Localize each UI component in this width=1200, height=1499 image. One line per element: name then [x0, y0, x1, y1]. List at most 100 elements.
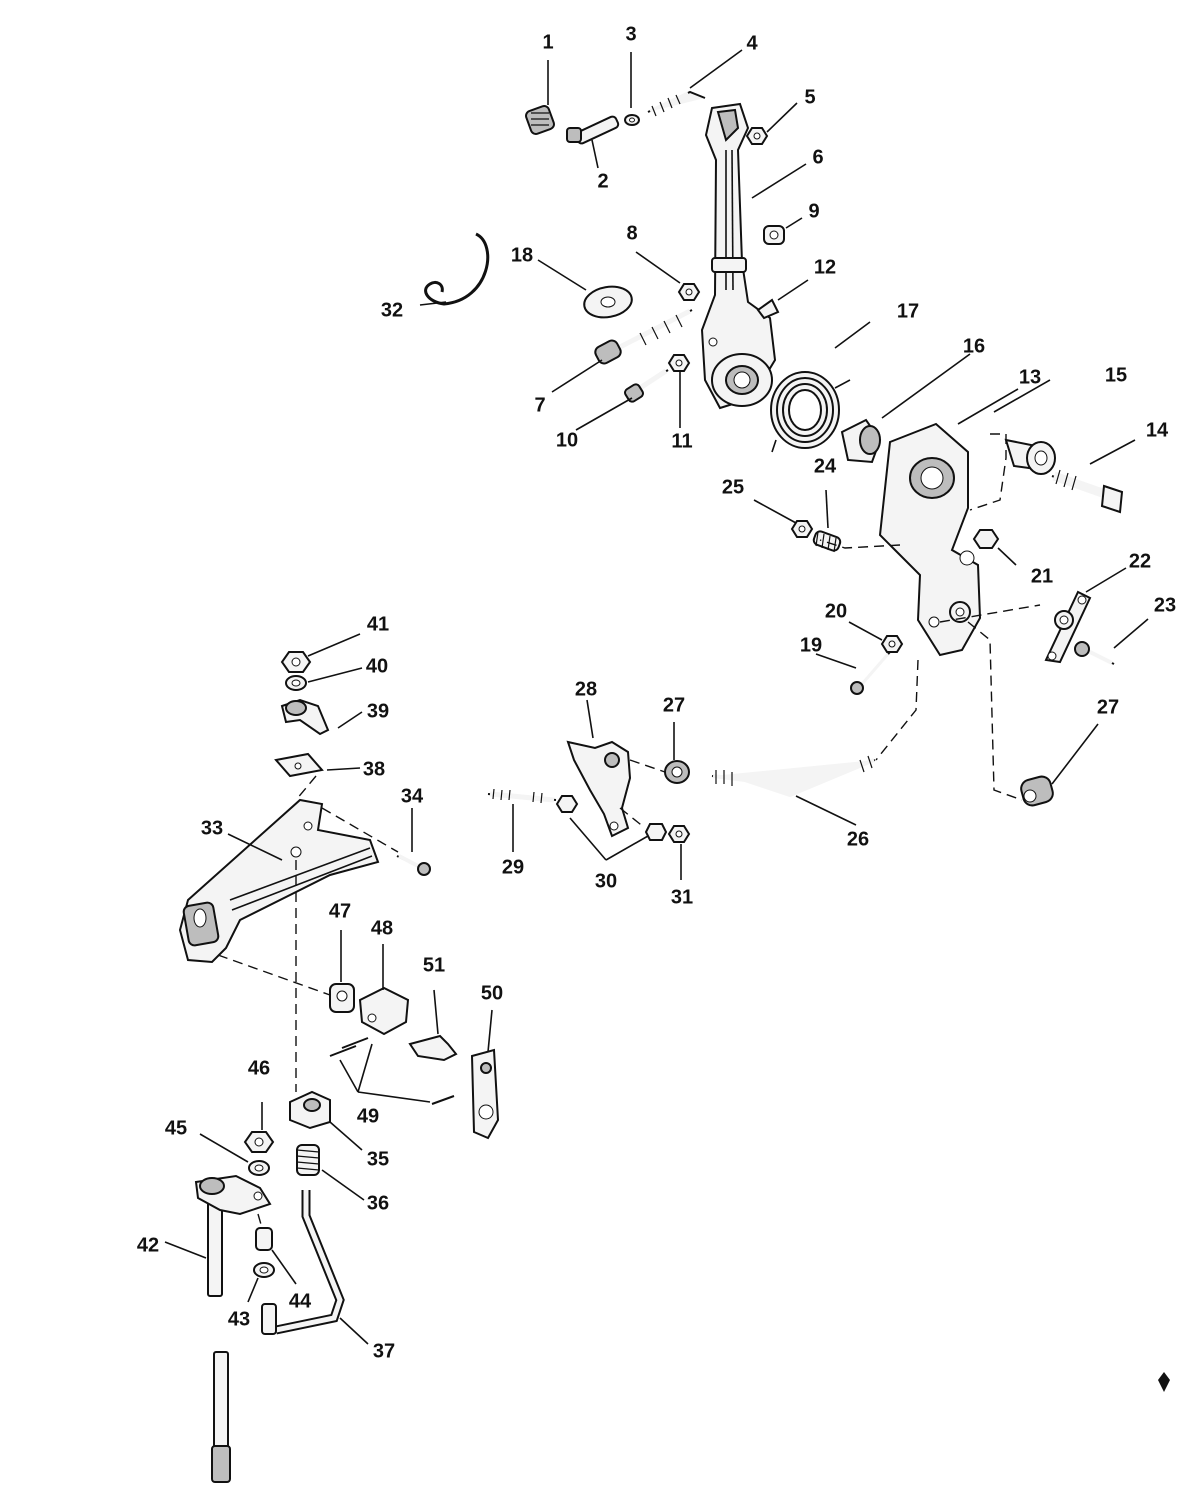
callout-6: 6 [812, 146, 823, 168]
part-51-crank [408, 1034, 458, 1062]
part-35-block [289, 1090, 331, 1130]
callout-49: 49 [357, 1105, 379, 1127]
part-12-cone [756, 298, 780, 320]
part-9-bushing [763, 225, 785, 245]
callout-28: 28 [575, 678, 597, 700]
callout-43: 43 [228, 1308, 250, 1330]
callout-11: 11 [671, 430, 692, 452]
part-13-housing [878, 422, 982, 657]
callout-42: 42 [137, 1234, 159, 1256]
callout-16: 16 [963, 335, 985, 357]
part-38-plate [274, 752, 324, 778]
part-43-washer [253, 1262, 275, 1278]
callout-51: 51 [423, 954, 445, 976]
callout-46: 46 [248, 1057, 270, 1079]
part-4-threaded-rod [647, 90, 706, 117]
part-27-cap-right [1020, 775, 1054, 807]
callout-27-left: 27 [663, 694, 685, 716]
part-30-nut-and-stud [555, 795, 668, 841]
callout-29: 29 [502, 856, 524, 878]
callout-23: 23 [1154, 594, 1176, 616]
part-14-bolt [1051, 469, 1124, 514]
callout-12: 12 [814, 256, 836, 278]
part-11-nut [667, 354, 691, 372]
callout-5: 5 [804, 86, 815, 108]
part-41-nut [280, 651, 312, 673]
part-44-stud [255, 1227, 273, 1251]
part-24-spring [812, 530, 842, 553]
callout-44: 44 [289, 1290, 312, 1312]
part-10-screw [624, 368, 669, 403]
callout-32: 32 [381, 299, 403, 321]
part-6-throttle-arm [700, 102, 777, 410]
part-32-retaining-clip [424, 232, 490, 306]
callout-21: 21 [1031, 565, 1053, 587]
callout-33: 33 [201, 817, 223, 839]
callout-26: 26 [847, 828, 869, 850]
part-48-bracket [358, 986, 410, 1036]
callout-36: 36 [367, 1192, 389, 1214]
part-47-bushing [329, 983, 355, 1013]
part-29-long-stud [487, 788, 557, 804]
callout-40: 40 [366, 655, 388, 677]
callout-18: 18 [511, 244, 533, 266]
part-18-flat-washer [583, 285, 633, 319]
part-39-lever [280, 698, 330, 736]
callout-14: 14 [1146, 419, 1169, 441]
part-33-bracket [178, 798, 380, 964]
callout-3: 3 [625, 23, 636, 45]
callout-35: 35 [367, 1148, 389, 1170]
part-50-plate [470, 1048, 500, 1140]
callout-13: 13 [1019, 366, 1041, 388]
callout-50: 50 [481, 982, 503, 1004]
part-20-nut [880, 635, 904, 653]
callout-27-right: 27 [1097, 696, 1119, 718]
part-45-washer [248, 1160, 270, 1176]
part-34-screw [396, 854, 431, 876]
part-36-spring [296, 1144, 320, 1176]
part-8-nut [677, 283, 701, 301]
callout-1: 1 [542, 31, 553, 53]
callout-31: 31 [671, 886, 693, 908]
callout-47: 47 [329, 900, 351, 922]
part-25-nut [790, 520, 814, 538]
part-27-ball-joint-left [664, 760, 690, 784]
callout-38: 38 [363, 758, 385, 780]
part-26-connecting-rod [711, 755, 876, 798]
part-3-washer [624, 114, 640, 126]
callout-7: 7 [534, 394, 545, 416]
callout-45: 45 [165, 1117, 187, 1139]
callout-leaders [164, 49, 1149, 1345]
part-37-bent-rod [261, 1190, 345, 1335]
callout-17: 17 [897, 300, 919, 322]
part-16-sleeve [840, 418, 882, 464]
part-49-pins [329, 1037, 455, 1105]
callout-25: 25 [722, 476, 744, 498]
callout-37: 37 [373, 1340, 395, 1362]
part-2-stud [566, 115, 620, 145]
part-drawings [178, 90, 1170, 1483]
part-1-knurled-cap [525, 105, 555, 135]
part-7-screw [594, 308, 693, 365]
callout-4: 4 [746, 32, 758, 54]
callout-15: 15 [1105, 364, 1127, 386]
callout-30: 30 [595, 870, 617, 892]
callout-34: 34 [401, 785, 424, 807]
part-17-coil-spring [770, 371, 851, 453]
callout-39: 39 [367, 700, 389, 722]
callout-24: 24 [814, 455, 837, 477]
part-31-nut [667, 825, 691, 843]
callout-41: 41 [367, 613, 389, 635]
part-23-screw [1074, 641, 1115, 665]
part-40-washer [285, 675, 307, 691]
callout-labels: 1 2 3 4 5 6 7 8 9 10 11 12 13 14 15 16 1… [137, 23, 1176, 1362]
part-42-shaft [194, 1174, 272, 1297]
part-46-nut [243, 1131, 275, 1153]
callout-2: 2 [597, 170, 608, 192]
callout-8: 8 [626, 222, 637, 244]
part-28-cam-lever [566, 740, 632, 838]
assembly-dashed-lines [217, 433, 1041, 1229]
part-15-bushing [1004, 438, 1056, 475]
part-19-screw [850, 651, 891, 695]
